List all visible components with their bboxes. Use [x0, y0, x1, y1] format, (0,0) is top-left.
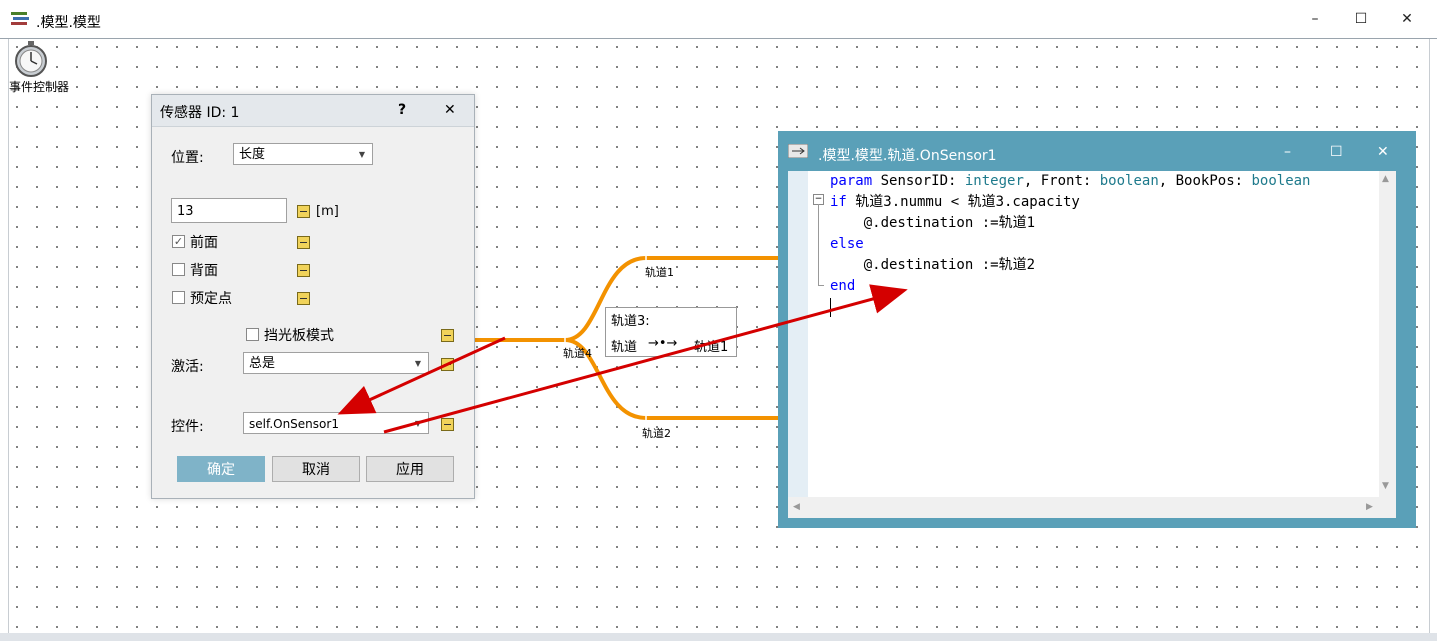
fold-end — [818, 285, 824, 286]
booking-inherit-icon[interactable] — [297, 292, 310, 305]
minimize-button[interactable]: – — [1311, 11, 1319, 27]
control-inherit-icon[interactable] — [441, 418, 454, 431]
tooltip-right: 轨道1 — [694, 340, 729, 355]
scroll-left-icon[interactable]: ◀ — [793, 502, 800, 512]
bottom-status-bar — [0, 633, 1437, 641]
method-icon — [787, 143, 809, 162]
fold-line — [818, 204, 819, 286]
length-value: 13 — [177, 204, 194, 219]
track-1-label: 轨道1 — [645, 266, 674, 279]
activation-select[interactable]: 总是 ▼ — [243, 352, 429, 374]
stopwatch-icon — [14, 40, 48, 82]
control-label: 控件: — [171, 419, 204, 435]
light-barrier-inherit-icon[interactable] — [441, 329, 454, 342]
model-icon — [10, 10, 30, 32]
main-window-title: .模型.模型 — [36, 15, 101, 31]
chevron-down-icon: ▼ — [414, 359, 421, 368]
tooltip-arrow: →•→ — [648, 336, 678, 351]
unit-label: [m] — [316, 204, 339, 219]
tooltip-title: 轨道3: — [611, 314, 650, 329]
light-barrier-checkbox[interactable] — [246, 328, 259, 341]
activation-label: 激活: — [171, 359, 204, 375]
editor-close-button[interactable]: ✕ — [1377, 144, 1389, 160]
scroll-down-icon[interactable]: ▼ — [1382, 481, 1389, 491]
length-inherit-icon[interactable] — [297, 205, 310, 218]
position-label: 位置: — [171, 150, 204, 166]
sensor-dialog-title: 传感器 ID: 1 — [160, 105, 240, 121]
event-controller-label: 事件控制器 — [9, 80, 70, 94]
tooltip-left: 轨道 — [611, 340, 638, 355]
close-button[interactable]: ✕ — [1401, 11, 1413, 27]
horizontal-scrollbar[interactable]: ◀ ▶ — [788, 497, 1396, 518]
light-barrier-label: 挡光板模式 — [264, 328, 334, 344]
front-inherit-icon[interactable] — [297, 236, 310, 249]
maximize-button[interactable]: ☐ — [1354, 11, 1368, 27]
chevron-down-icon: ▼ — [414, 419, 421, 428]
back-label: 背面 — [190, 263, 218, 279]
front-checkbox[interactable]: ✓ — [172, 235, 185, 248]
track-tooltip: 轨道3: 轨道 →•→ 轨道1 — [605, 307, 737, 357]
control-value: self.OnSensor1 — [249, 417, 339, 431]
length-input[interactable]: 13 — [171, 198, 287, 223]
code-line-1: param SensorID: integer, Front: boolean,… — [830, 173, 1311, 189]
method-editor-window: .模型.模型.轨道.OnSensor1 – ☐ ✕ − param Sensor… — [778, 131, 1416, 528]
position-select[interactable]: 长度 ▼ — [233, 143, 373, 165]
editor-header: .模型.模型.轨道.OnSensor1 – ☐ ✕ — [778, 131, 1416, 171]
scroll-up-icon[interactable]: ▲ — [1382, 174, 1389, 184]
event-controller[interactable]: 事件控制器 — [8, 40, 74, 94]
main-title-bar: .模型.模型 – ☐ ✕ — [0, 0, 1437, 39]
control-select[interactable]: self.OnSensor1 ▼ — [243, 412, 429, 434]
chevron-down-icon: ▼ — [358, 150, 365, 159]
editor-title: .模型.模型.轨道.OnSensor1 — [818, 148, 997, 164]
code-line-2: if 轨道3.nummu < 轨道3.capacity — [830, 194, 1080, 210]
code-line-6: end — [830, 278, 856, 294]
booking-point-checkbox[interactable] — [172, 291, 185, 304]
code-line-3: @.destination :=轨道1 — [830, 215, 1036, 231]
sensor-dialog-close-button[interactable]: ✕ — [444, 102, 456, 118]
editor-minimize-button[interactable]: – — [1284, 144, 1291, 160]
editor-gutter — [788, 171, 808, 497]
code-line-5: @.destination :=轨道2 — [830, 257, 1036, 273]
track-2-label: 轨道2 — [642, 427, 671, 440]
position-value: 长度 — [239, 147, 266, 162]
sensor-dialog-header: 传感器 ID: 1 ? ✕ — [152, 95, 474, 127]
track-4-label: 轨道4 — [563, 347, 592, 360]
code-line-4: else — [830, 236, 864, 252]
booking-point-label: 预定点 — [190, 291, 232, 307]
help-button[interactable]: ? — [398, 102, 407, 118]
text-cursor — [830, 298, 831, 317]
code-area[interactable]: − param SensorID: integer, Front: boolea… — [788, 171, 1396, 518]
apply-button[interactable]: 应用 — [366, 456, 454, 482]
activation-inherit-icon[interactable] — [441, 358, 454, 371]
back-inherit-icon[interactable] — [297, 264, 310, 277]
ok-button[interactable]: 确定 — [177, 456, 265, 482]
front-label: 前面 — [190, 235, 218, 251]
editor-maximize-button[interactable]: ☐ — [1330, 144, 1343, 160]
back-checkbox[interactable] — [172, 263, 185, 276]
vertical-scrollbar[interactable]: ▲ ▼ — [1379, 171, 1396, 497]
scroll-right-icon[interactable]: ▶ — [1366, 502, 1373, 512]
cancel-button[interactable]: 取消 — [272, 456, 360, 482]
activation-value: 总是 — [249, 356, 276, 371]
sensor-dialog: 传感器 ID: 1 ? ✕ 位置: 长度 ▼ 13 [m] ✓ 前面 背面 预定… — [151, 94, 475, 499]
